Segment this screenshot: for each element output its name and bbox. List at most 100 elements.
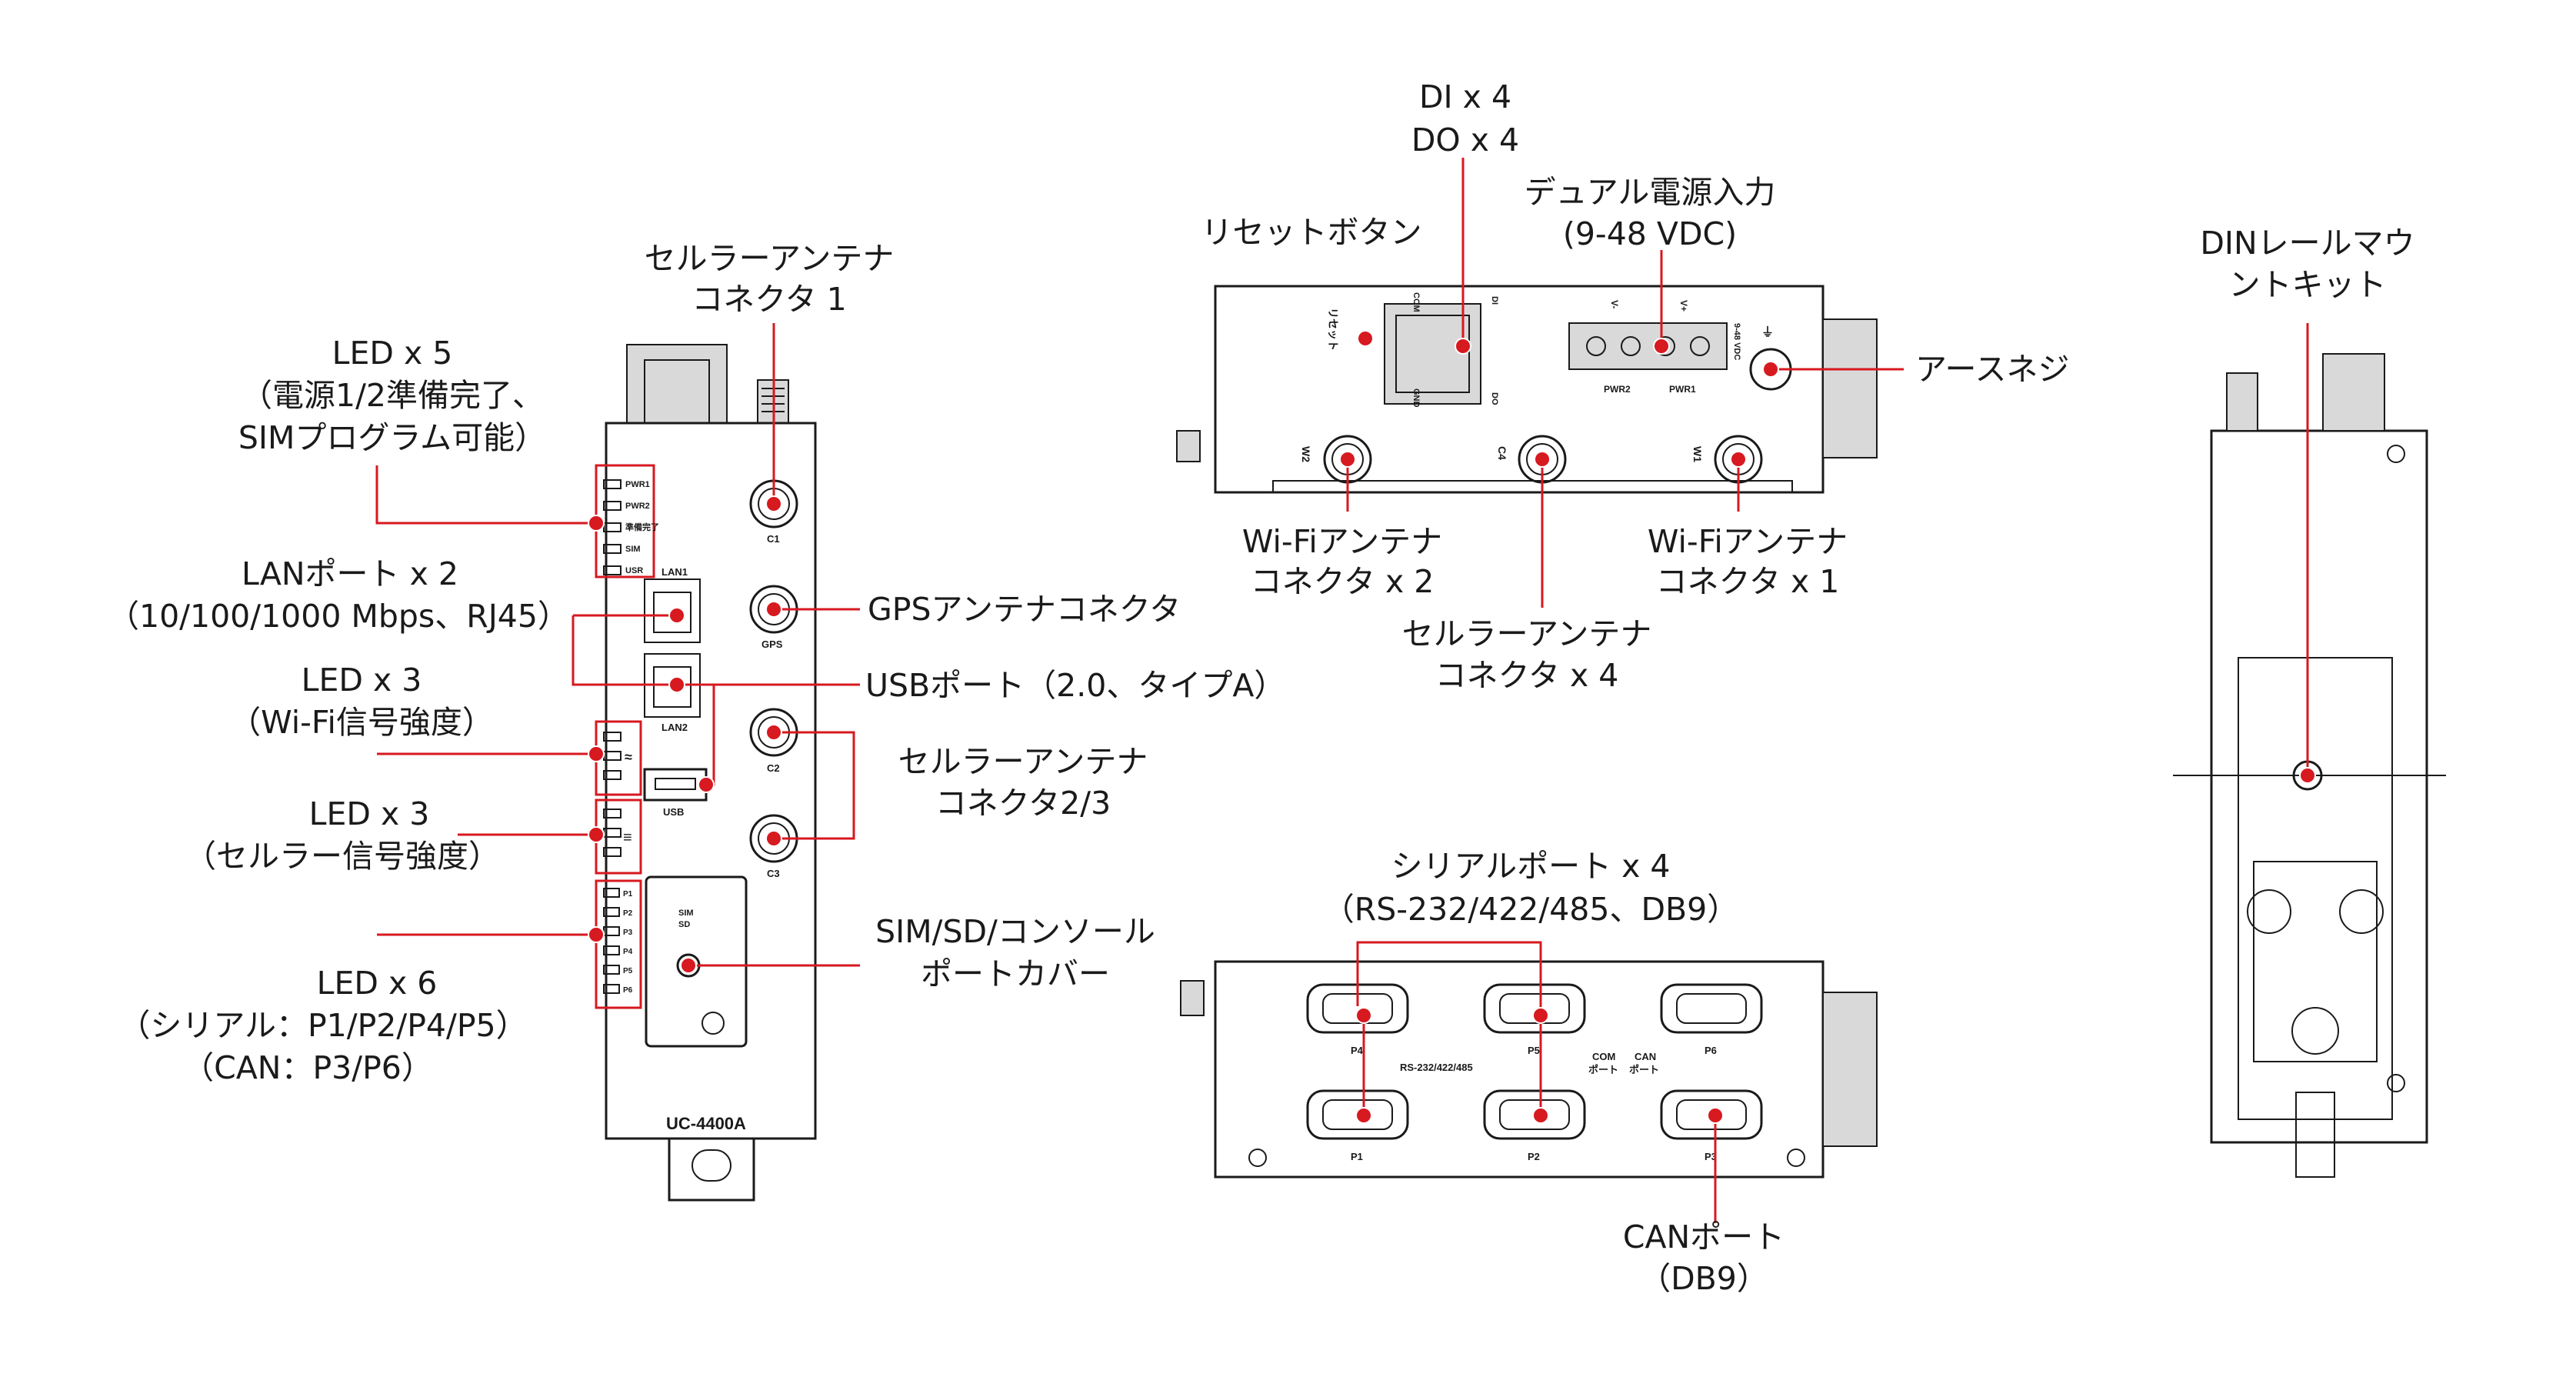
dio-line2: DO x 4	[1411, 122, 1519, 158]
top-side-clip	[1822, 318, 1878, 458]
serial-led-1: P2	[623, 909, 633, 918]
led-serial-line1: LED x 6	[317, 965, 438, 1002]
com-port-small: ポート	[1588, 1064, 1618, 1075]
front-view: PWR1 PWR2 準備完了 SIM USR LAN1 LAN2 ≈ ≡ USB	[595, 344, 817, 1202]
led-label-2: 準備完了	[625, 522, 659, 532]
lan-line2: （10/100/1000 Mbps、RJ45）	[108, 598, 569, 635]
wifi2-line1: Wi-Fiアンテナ	[1242, 523, 1442, 560]
din-line1: DINレールマウ	[2200, 225, 2414, 262]
can-port-small: ポート	[1629, 1064, 1659, 1075]
signal-icon: ≡	[623, 829, 632, 846]
port-label-p2: P2	[1528, 1151, 1540, 1162]
led-wifi-line1: LED x 3	[302, 662, 422, 699]
led-label-0: PWR1	[625, 480, 650, 489]
serial-led-0: P1	[623, 890, 633, 899]
callout-labels: セルラーアンテナ コネクタ 1 LED x 5 （電源1/2準備完了、 SIMプ…	[108, 78, 2415, 1297]
led-group-serial-box	[595, 879, 642, 1009]
side-antenna-stub	[2226, 372, 2258, 432]
din-line2: ントキット	[2229, 266, 2387, 303]
pwr1-label: PWR1	[1669, 384, 1696, 395]
led-power-line2: （電源1/2準備完了、	[241, 377, 544, 414]
w2-label: W2	[1300, 446, 1312, 462]
power-line1: デュアル電源入力	[1525, 174, 1776, 211]
wifi2-line2: コネクタ x 2	[1251, 563, 1435, 600]
cell1-line2: コネクタ 1	[691, 281, 846, 318]
sim-label: SIM	[678, 909, 694, 918]
can-line2: （DB9）	[1639, 1260, 1768, 1297]
serial-led-4: P5	[623, 967, 633, 975]
sim-cover-line1: SIM/SD/コンソール	[875, 913, 1155, 950]
front-led-column	[603, 479, 622, 575]
lan1-port	[644, 578, 701, 643]
usb-callout-label: USBポート（2.0、タイプA）	[865, 667, 1285, 704]
led-label-3: SIM	[625, 545, 641, 554]
antenna-label-c2: C2	[767, 762, 780, 774]
com-small-label-b: COM	[1592, 1051, 1615, 1062]
antenna-label-c3: C3	[767, 868, 780, 879]
top-view: リセット COM GND DI DO V- V+ PWR2 PWR1 9-48 …	[1176, 285, 1878, 494]
cell4-line1: セルラーアンテナ	[1402, 615, 1652, 652]
bottom-antenna-stub	[1180, 980, 1205, 1016]
v-minus-label: V-	[1609, 300, 1620, 308]
can-small-label: CAN	[1635, 1051, 1656, 1062]
pwr2-label: PWR2	[1604, 384, 1631, 395]
bottom-clip	[668, 1137, 755, 1202]
led-serial-line2: （シリアル：P1/P2/P4/P5）	[118, 1007, 527, 1044]
can-line1: CANポート	[1623, 1219, 1785, 1255]
bottom-view: P4 P5 P6 P1 P2 P3 RS-232/422/485 COM ポート…	[1180, 960, 1878, 1179]
db9-p1	[1306, 1089, 1409, 1140]
side-top-clip	[2322, 353, 2385, 432]
led-wifi-line2: （Wi-Fi信号強度）	[229, 704, 494, 741]
dio-line1: DI x 4	[1419, 78, 1511, 115]
di-small-label: DI	[1490, 296, 1499, 305]
bottom-body	[1214, 960, 1825, 1179]
bottom-side-clip	[1822, 992, 1878, 1147]
db9-p2	[1483, 1089, 1586, 1140]
wifi1-line1: Wi-Fiアンテナ	[1648, 523, 1848, 560]
ground-icon: ⏚	[1761, 325, 1774, 339]
lan2-label: LAN2	[661, 722, 688, 733]
led-power-line1: LED x 5	[332, 335, 453, 372]
led-power-line3: SIMプログラム可能）	[238, 419, 546, 456]
serial-led-2: P3	[623, 929, 633, 937]
led-serial-line3: （CAN：P3/P6）	[182, 1049, 433, 1086]
led-cell-line2: （セルラー信号強度）	[185, 838, 500, 875]
reset-callout: リセットボタン	[1201, 214, 1422, 251]
serial-led-5: P6	[623, 986, 633, 995]
led-label-1: PWR2	[625, 502, 650, 511]
rs-small-label: RS-232/422/485	[1400, 1062, 1473, 1073]
sd-label: SD	[678, 920, 690, 929]
wifi-icon: ≈	[625, 749, 632, 765]
top-antenna-stub	[1176, 430, 1201, 462]
port-label-p4: P4	[1351, 1045, 1364, 1056]
top-clip	[626, 344, 728, 424]
db9-p5	[1483, 983, 1586, 1034]
c4-label: C4	[1496, 446, 1508, 460]
antenna-label-c1: C1	[767, 533, 780, 545]
side-view	[2173, 353, 2446, 1178]
lan1-label: LAN1	[661, 566, 688, 578]
port-label-p6: P6	[1705, 1045, 1717, 1056]
port-label-p5: P5	[1528, 1045, 1540, 1056]
cell1-line1: セルラーアンテナ	[645, 240, 895, 277]
do-small-label: DO	[1490, 392, 1499, 405]
vdc-small-label: 9-48 VDC	[1732, 323, 1741, 360]
power-line2: (9-48 VDC)	[1563, 215, 1737, 252]
cell4-line2: コネクタ x 4	[1435, 657, 1619, 694]
led-cell-line1: LED x 3	[309, 795, 430, 832]
db9-p3	[1660, 1089, 1763, 1140]
reset-small-label: リセット	[1327, 308, 1339, 351]
w1-label: W1	[1691, 446, 1704, 462]
ground-callout: アースネジ	[1915, 351, 2070, 388]
model-label: UC-4400A	[666, 1114, 746, 1133]
usb-label: USB	[663, 806, 684, 818]
com-small-label: COM	[1411, 292, 1421, 312]
side-body	[2210, 429, 2428, 1144]
db9-p6	[1660, 983, 1763, 1034]
antenna-label-gps: GPS	[761, 638, 783, 650]
v-plus-label: V+	[1678, 300, 1689, 312]
serial-line1: シリアルポート x 4	[1391, 848, 1670, 885]
din-bracket	[2238, 657, 2393, 1120]
gnd-small-label: GND	[1411, 388, 1421, 408]
